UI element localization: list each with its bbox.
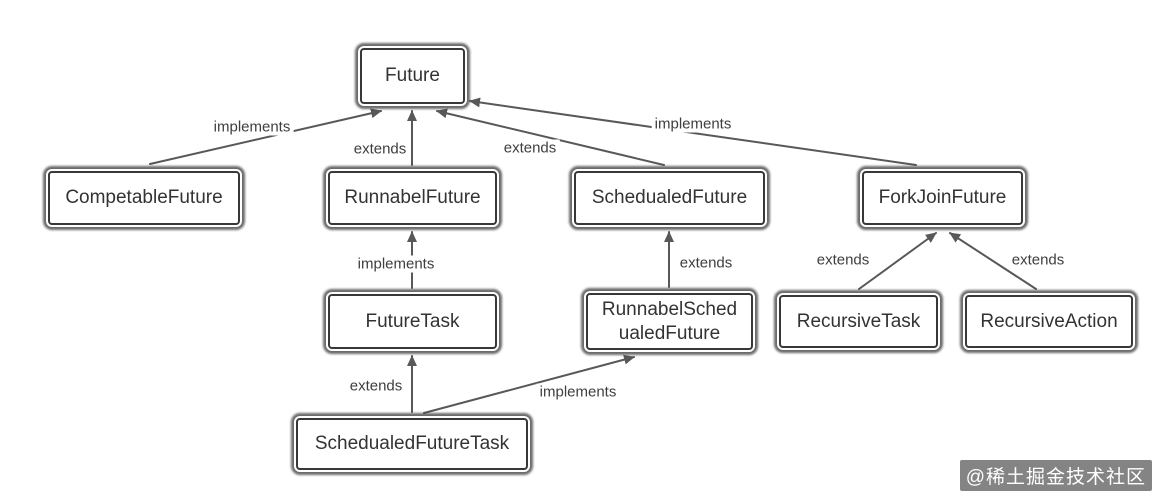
- edge-schedualedfuturetask-implements-runnabelsched: [423, 354, 635, 414]
- class-node-recursive-action: RecursiveAction: [965, 295, 1133, 348]
- class-node-future: Future: [360, 48, 465, 104]
- class-node-forkjoin-future: ForkJoinFuture: [862, 171, 1023, 225]
- class-node-schedualed-future-task: SchedualedFutureTask: [296, 418, 528, 470]
- class-node-future-task: FutureTask: [328, 294, 497, 349]
- edge-label-competablefuture-implements-future: implements: [210, 118, 294, 136]
- edge-label-schedualedfuture-extends-future: extends: [500, 139, 560, 157]
- edge-recursivetask-extends-forkjoinfuture: [858, 232, 937, 290]
- class-node-competable-future: CompetableFuture: [48, 171, 240, 225]
- watermark-badge: @稀土掘金技术社区: [959, 460, 1152, 491]
- edge-label-schedualedfuturetask-implements-runnabelsched: implements: [536, 383, 620, 401]
- class-node-schedualed-future: SchedualedFuture: [574, 171, 765, 225]
- edge-schedualedfuture-extends-future: [436, 108, 665, 166]
- edge-label-runnabelfuture-extends-future: extends: [350, 140, 410, 158]
- class-node-runnabel-schedualed-future: RunnabelSched ualedFuture: [586, 293, 753, 350]
- edge-label-recursivetask-extends-forkjoinfuture: extends: [813, 251, 873, 269]
- edge-label-forkjoinfuture-implements-future: implements: [651, 115, 735, 133]
- edge-competablefuture-implements-future: [149, 108, 382, 165]
- edge-recursiveaction-extends-forkjoinfuture: [949, 232, 1037, 290]
- edge-forkjoinfuture-implements-future: [469, 97, 917, 166]
- class-node-recursive-task: RecursiveTask: [779, 295, 938, 348]
- class-node-runnabel-future: RunnabelFuture: [328, 171, 497, 225]
- edge-label-schedualedfuturetask-extends-futuretask: extends: [346, 377, 406, 395]
- edge-label-recursiveaction-extends-forkjoinfuture: extends: [1008, 251, 1068, 269]
- edge-label-futuretask-implements-runnabelfuture: implements: [354, 255, 438, 273]
- edge-label-runnabelschedualed-extends-schedualedfuture: extends: [676, 254, 736, 272]
